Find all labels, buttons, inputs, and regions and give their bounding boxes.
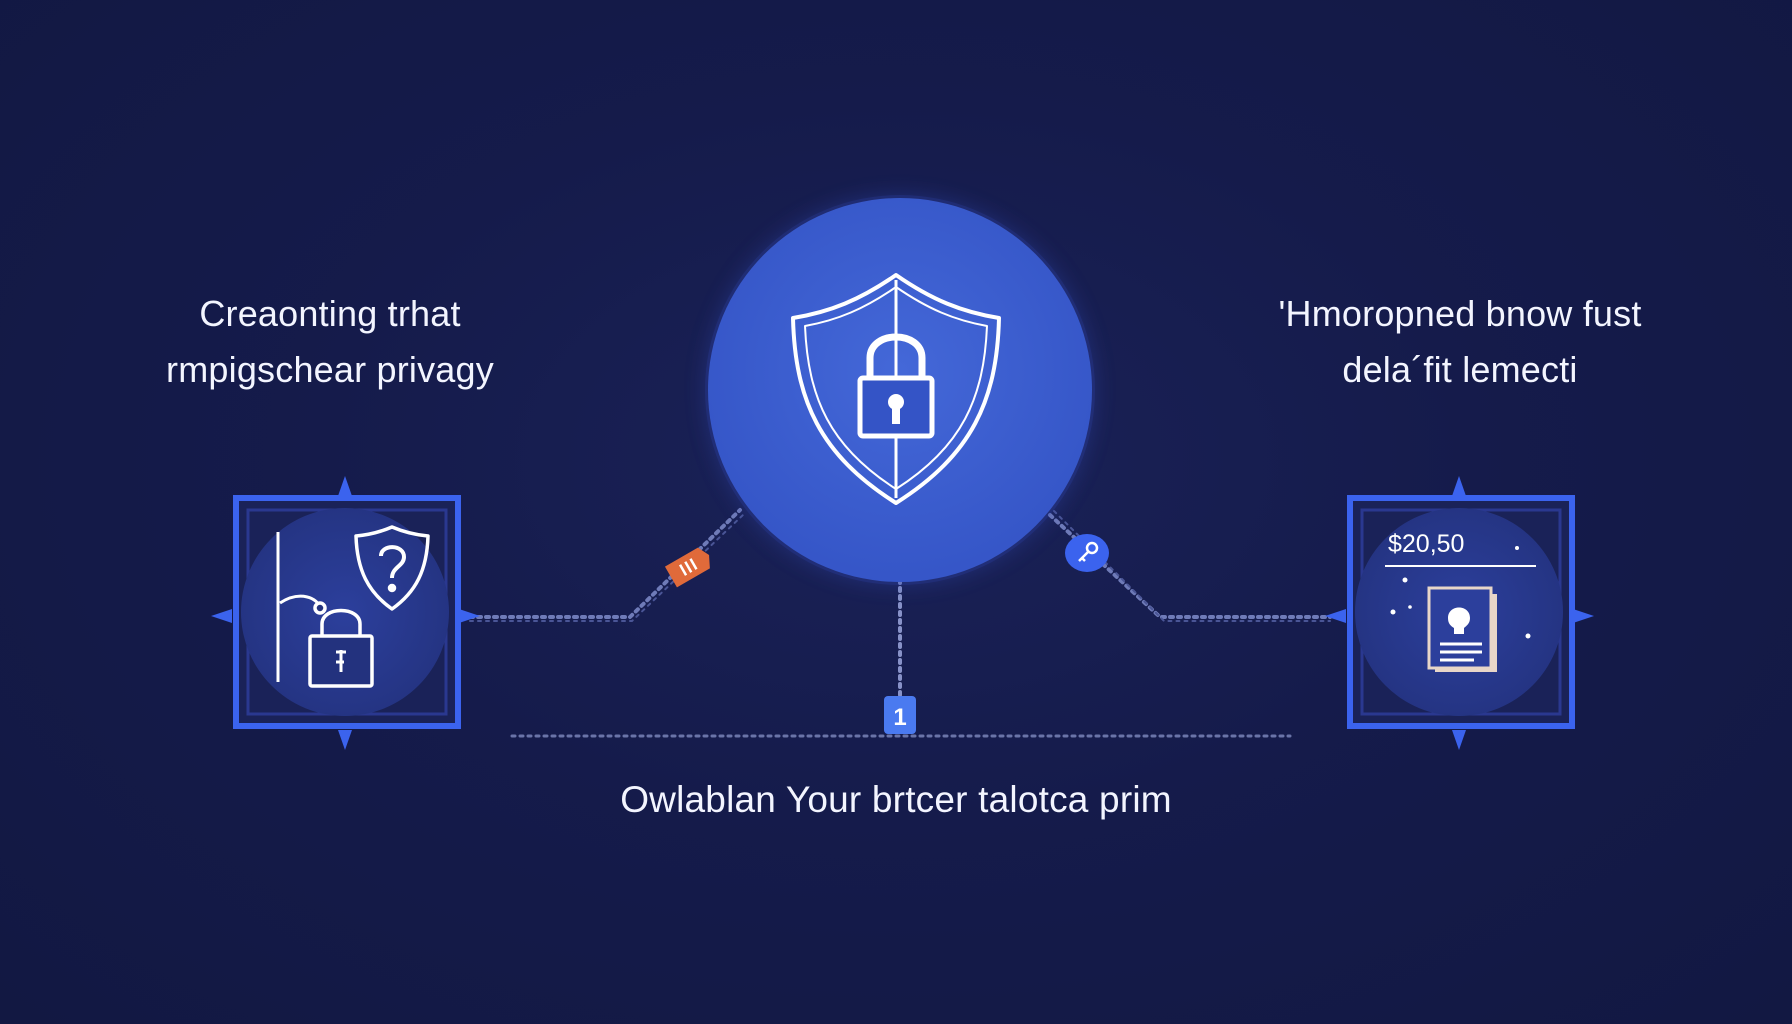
left-node [211, 476, 480, 750]
right-caption-line-2: dela´fit lemecti [1342, 349, 1578, 390]
right-caption-line-1: 'Hmoropned bnow fust [1278, 293, 1642, 334]
bottom-caption: Owlablan Your brtcer talotca prim [620, 779, 1172, 820]
shield-lock-icon [791, 273, 1001, 505]
connector-lines [468, 508, 1332, 738]
orange-tag-icon [664, 547, 710, 588]
price-label: $20,50 [1388, 530, 1464, 558]
document-icon [1427, 586, 1497, 672]
center-node [705, 195, 1095, 585]
sparkle-icons [1390, 546, 1531, 639]
right-node: $20,50 [1325, 476, 1594, 750]
center-badge-label: 1 [893, 704, 906, 731]
left-caption: Creaonting trhat rmpigschear privagy [130, 286, 530, 398]
left-connector [468, 508, 742, 619]
center-badge: 1 [884, 696, 916, 734]
left-caption-line-1: Creaonting trhat [199, 293, 461, 334]
key-icon [1065, 534, 1109, 572]
right-caption: 'Hmoropned bnow fust dela´fit lemecti [1240, 286, 1680, 398]
padlock-icon [308, 601, 374, 688]
left-caption-line-2: rmpigschear privagy [166, 349, 494, 390]
shield-question-icon [354, 525, 430, 611]
